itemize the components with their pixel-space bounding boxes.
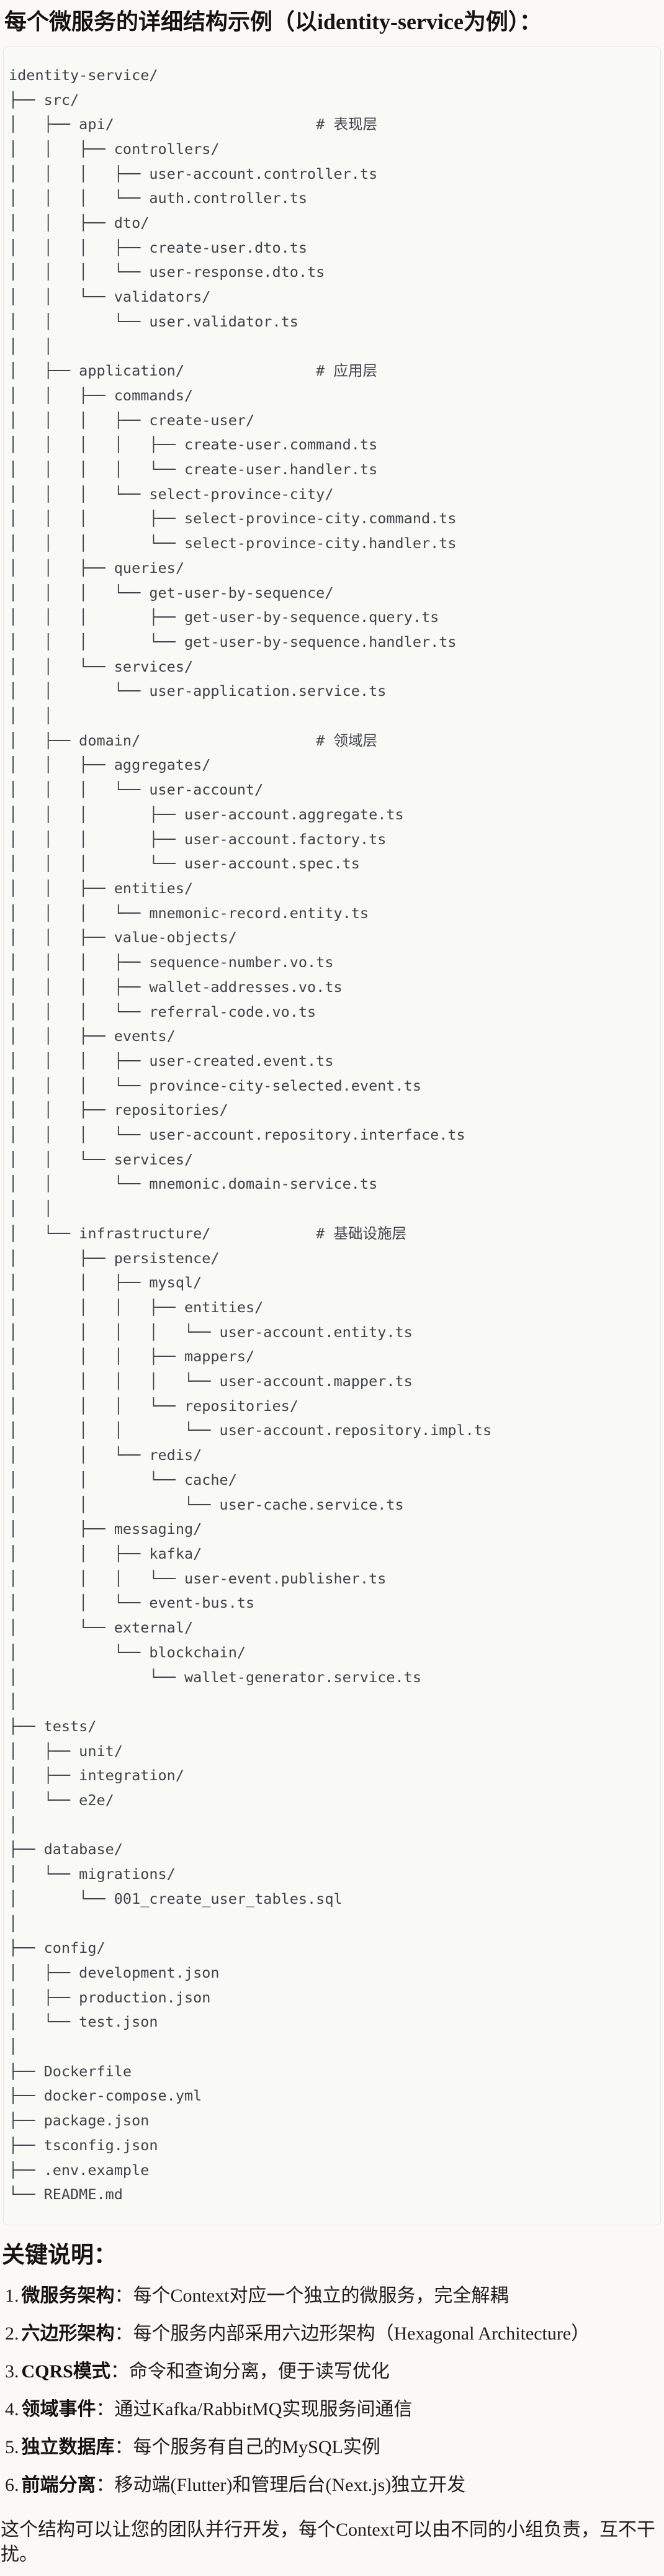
list-item-label: 前端分离 (21, 2475, 96, 2496)
key-notes-heading: 关键说明： (2, 2242, 117, 2268)
directory-tree: identity-service/ ├── src/ │ ├── api/ # … (9, 66, 492, 2204)
list-item-text: ：命令和查询分离，便于读写优化 (110, 2361, 390, 2382)
list-item-number: 4. (5, 2399, 19, 2420)
list-item: 1.微服务架构：每个Context对应一个独立的微服务，完全解耦 (5, 2284, 664, 2308)
list-item-label: CQRS模式 (21, 2361, 110, 2382)
list-item-text: ：通过Kafka/RabbitMQ实现服务间通信 (96, 2399, 413, 2420)
list-item: 3.CQRS模式：命令和查询分离，便于读写优化 (5, 2359, 664, 2384)
closing-paragraph: 这个结构可以让您的团队并行开发，每个Context可以由不同的小组负责，互不干扰… (1, 2520, 655, 2565)
list-item: 6.前端分离：移动端(Flutter)和管理后台(Next.js)独立开发 (5, 2473, 664, 2498)
list-item-label: 独立数据库 (21, 2437, 115, 2458)
list-item-label: 领域事件 (21, 2399, 96, 2420)
list-item-number: 5. (5, 2437, 19, 2458)
list-item: 2.六边形架构：每个服务内部采用六边形架构（Hexagonal Architec… (5, 2322, 664, 2346)
list-item-label: 六边形架构 (21, 2323, 115, 2344)
list-item-label: 微服务架构 (21, 2286, 115, 2307)
key-notes-list: 1.微服务架构：每个Context对应一个独立的微服务，完全解耦 2.六边形架构… (0, 2284, 664, 2498)
list-item: 5.独立数据库：每个服务有自己的MySQL实例 (5, 2435, 664, 2460)
list-item: 4.领域事件：通过Kafka/RabbitMQ实现服务间通信 (5, 2397, 664, 2422)
list-item-number: 3. (5, 2361, 19, 2382)
list-item-text: ：移动端(Flutter)和管理后台(Next.js)独立开发 (96, 2475, 466, 2496)
list-item-number: 6. (5, 2475, 19, 2496)
list-item-text: ：每个服务有自己的MySQL实例 (114, 2437, 380, 2458)
list-item-text: ：每个Context对应一个独立的微服务，完全解耦 (114, 2286, 509, 2307)
page-title: 每个微服务的详细结构示例（以identity-service为例）： (4, 9, 542, 34)
list-item-number: 2. (5, 2323, 19, 2344)
list-item-number: 1. (5, 2286, 19, 2307)
code-block: identity-service/ ├── src/ │ ├── api/ # … (3, 46, 661, 2225)
document-page: 每个微服务的详细结构示例（以identity-service为例）： ident… (0, 7, 664, 2567)
list-item-text: ：每个服务内部采用六边形架构（Hexagonal Architecture） (114, 2323, 590, 2344)
